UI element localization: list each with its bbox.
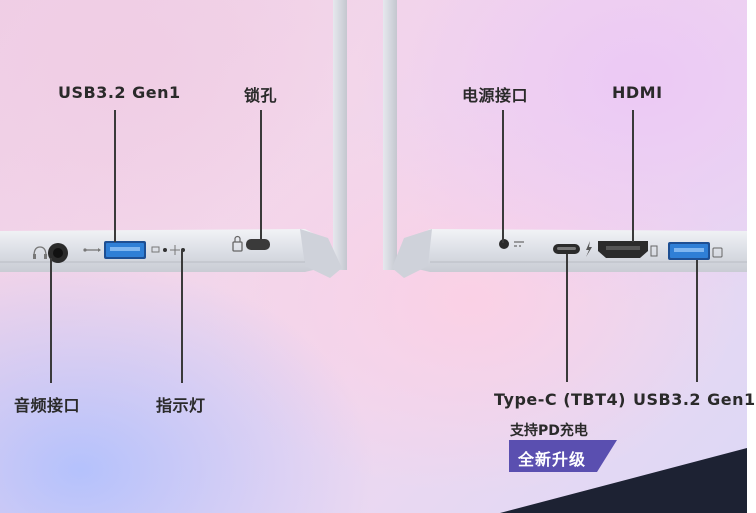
- leader-usb-right: [696, 260, 698, 382]
- upgrade-badge-text: 全新升级: [518, 450, 587, 469]
- power-led-icon: [170, 245, 180, 255]
- label-lock: 锁孔: [244, 86, 278, 105]
- right-lid: [383, 0, 397, 270]
- left-lid: [333, 0, 347, 270]
- lock-icon: [232, 235, 243, 252]
- label-usb-left: USB3.2 Gen1: [58, 83, 181, 102]
- left-laptop: [0, 0, 347, 278]
- lock-slot: [246, 239, 270, 250]
- dc-power-icon: [514, 241, 524, 247]
- leader-hdmi: [632, 110, 634, 242]
- label-typec-note: 支持PD充电: [510, 423, 588, 439]
- left-hinge: [300, 229, 342, 278]
- label-audio: 音频接口: [14, 396, 81, 415]
- leader-indicator: [181, 250, 183, 383]
- label-usb-right: USB3.2 Gen1: [633, 390, 756, 409]
- leader-usb-left: [114, 110, 116, 242]
- usb-port-right: [668, 242, 710, 260]
- headphone-icon: [33, 246, 47, 259]
- label-hdmi: HDMI: [612, 83, 663, 102]
- label-indicator: 指示灯: [156, 396, 206, 415]
- audio-jack: [48, 243, 68, 263]
- hdmi-logo-icon: [650, 245, 658, 257]
- leader-power: [502, 110, 504, 243]
- dc-power-jack: [499, 239, 509, 249]
- battery-icon: [151, 246, 160, 253]
- leader-audio: [50, 258, 52, 383]
- usb-symbol-icon: [83, 248, 101, 252]
- thunderbolt-icon: [586, 241, 592, 257]
- right-hinge: [392, 229, 432, 278]
- usb-port-left: [104, 241, 146, 259]
- label-power: 电源接口: [462, 86, 529, 105]
- upgrade-badge: [509, 440, 617, 472]
- leader-typec: [566, 254, 568, 382]
- leader-lock: [260, 110, 262, 240]
- status-led: [163, 248, 167, 252]
- usb-charge-icon: [712, 247, 723, 258]
- right-laptop: [383, 0, 747, 278]
- label-typec: Type-C (TBT4): [494, 390, 626, 409]
